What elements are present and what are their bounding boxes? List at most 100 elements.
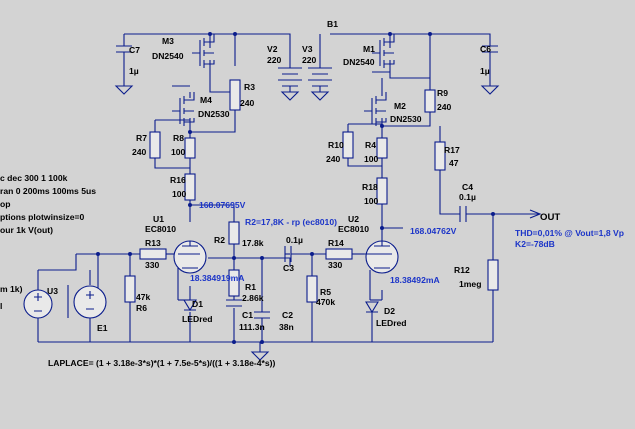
label-c7: C7	[129, 45, 140, 55]
label-r14: R14	[328, 238, 344, 248]
value-v2: 220	[267, 55, 282, 65]
source-u3[interactable]	[23, 289, 53, 319]
directive-tran: ran 0 200ms 100ms 5us	[0, 186, 96, 196]
label-u3: U3	[47, 286, 58, 296]
battery-v3[interactable]	[308, 62, 332, 87]
model-u1: EC8010	[145, 224, 176, 234]
directive-options: ptions plotwinsize=0	[0, 212, 84, 222]
capacitor-c2[interactable]	[254, 311, 270, 332]
junctions	[96, 32, 495, 344]
current-left: 18.384919mA	[190, 273, 244, 283]
value-r13: 330	[145, 260, 160, 270]
resistor-r18[interactable]	[376, 177, 388, 205]
label-c3: C3	[283, 263, 294, 273]
label-r17: R17	[444, 145, 460, 155]
directive-op: op	[0, 199, 11, 209]
label-m3: M3	[162, 36, 174, 46]
resistor-r7[interactable]	[149, 131, 161, 159]
value-r2: 17.8k	[242, 238, 264, 248]
value-c7: 1µ	[129, 66, 139, 76]
resistor-r12[interactable]	[487, 259, 499, 291]
value-c6: 1µ	[480, 66, 490, 76]
value-r4: 100	[364, 154, 379, 164]
value-c2: 38n	[279, 322, 294, 332]
value-r12: 1meg	[459, 279, 481, 289]
label-r2: R2	[214, 235, 225, 245]
triode-u1[interactable]	[173, 240, 207, 274]
directive-four: our 1k V(out)	[0, 225, 53, 235]
source-e1[interactable]	[67, 285, 107, 319]
label-r10: R10	[328, 140, 344, 150]
out-port[interactable]	[529, 209, 542, 219]
resistor-r9[interactable]	[424, 89, 436, 113]
value-r6: 47k	[136, 292, 151, 302]
mosfet-m4[interactable]	[172, 92, 195, 126]
label-m1: M1	[363, 44, 375, 54]
value-r18: 100	[364, 196, 379, 206]
label-c2: C2	[282, 310, 293, 320]
label-r18: R18	[362, 182, 378, 192]
mosfet-m3[interactable]	[192, 34, 215, 68]
label-r9: R9	[437, 88, 448, 98]
led-d1[interactable]	[183, 299, 197, 312]
laplace-expression: LAPLACE= (1 + 3.18e-3*s)*(1 + 7.5e-5*s)/…	[48, 358, 276, 368]
mosfet-m2[interactable]	[364, 92, 387, 126]
resistor-r13[interactable]	[139, 248, 167, 260]
capacitor-c1[interactable]	[226, 296, 242, 307]
capacitor-c4[interactable]	[459, 206, 470, 222]
resistor-r14[interactable]	[325, 248, 353, 260]
resistor-r2[interactable]	[228, 221, 240, 245]
out-label: OUT	[540, 212, 560, 223]
label-u1: U1	[153, 214, 164, 224]
current-right: 18.38492mA	[390, 275, 440, 285]
voltage-left: 168.07695V	[199, 200, 246, 210]
labels: C7 1µ M3 DN2540 V2 220 V3 220 B1 M1 DN25…	[0, 19, 624, 368]
mosfet-m1[interactable]	[372, 34, 395, 68]
capacitor-c7[interactable]	[116, 45, 132, 62]
value-r14: 330	[328, 260, 343, 270]
value-c1: 111.3n	[239, 322, 265, 332]
resistor-r1[interactable]	[228, 269, 240, 297]
value-d2: LEDred	[376, 318, 407, 328]
value-v3: 220	[302, 55, 317, 65]
directive-source: m 1k)	[0, 284, 23, 294]
directive-ac: c dec 300 1 100k	[0, 173, 68, 183]
directive-source-2: l	[0, 301, 2, 311]
label-r12: R12	[454, 265, 470, 275]
label-u2: U2	[348, 214, 359, 224]
model-u2: EC8010	[338, 224, 369, 234]
resistor-r5[interactable]	[306, 275, 318, 303]
label-c1: C1	[242, 310, 253, 320]
value-r1: 2.86k	[242, 293, 264, 303]
label-c6: C6	[480, 44, 491, 54]
battery-v2[interactable]	[278, 62, 302, 87]
value-d1: LEDred	[182, 314, 213, 324]
resistor-r8[interactable]	[184, 137, 196, 159]
value-r3: 240	[240, 98, 255, 108]
label-d1: D1	[192, 299, 203, 309]
triode-u2[interactable]	[364, 228, 399, 274]
value-c3: 0.1µ	[286, 235, 303, 245]
model-m3: DN2540	[152, 51, 184, 61]
capacitor-c6[interactable]	[482, 45, 498, 62]
voltage-right: 168.04762V	[410, 226, 457, 236]
resistor-r4[interactable]	[376, 137, 388, 159]
resistor-r16[interactable]	[184, 173, 196, 201]
resistor-r6[interactable]	[124, 275, 136, 303]
capacitor-c3[interactable]	[284, 246, 296, 262]
resistor-r3[interactable]	[229, 79, 241, 111]
label-r4: R4	[365, 140, 376, 150]
label-d2: D2	[384, 306, 395, 316]
model-m1: DN2540	[343, 57, 375, 67]
k2-note: K2=-78dB	[515, 239, 555, 249]
resistor-r17[interactable]	[434, 141, 446, 171]
model-m2: DN2530	[390, 114, 422, 124]
resistor-r10[interactable]	[342, 131, 354, 159]
label-v2: V2	[267, 44, 278, 54]
label-r16: R16	[170, 175, 186, 185]
led-d2[interactable]	[365, 301, 379, 314]
label-r13: R13	[145, 238, 161, 248]
label-c4: C4	[462, 182, 473, 192]
value-r10: 240	[326, 154, 341, 164]
